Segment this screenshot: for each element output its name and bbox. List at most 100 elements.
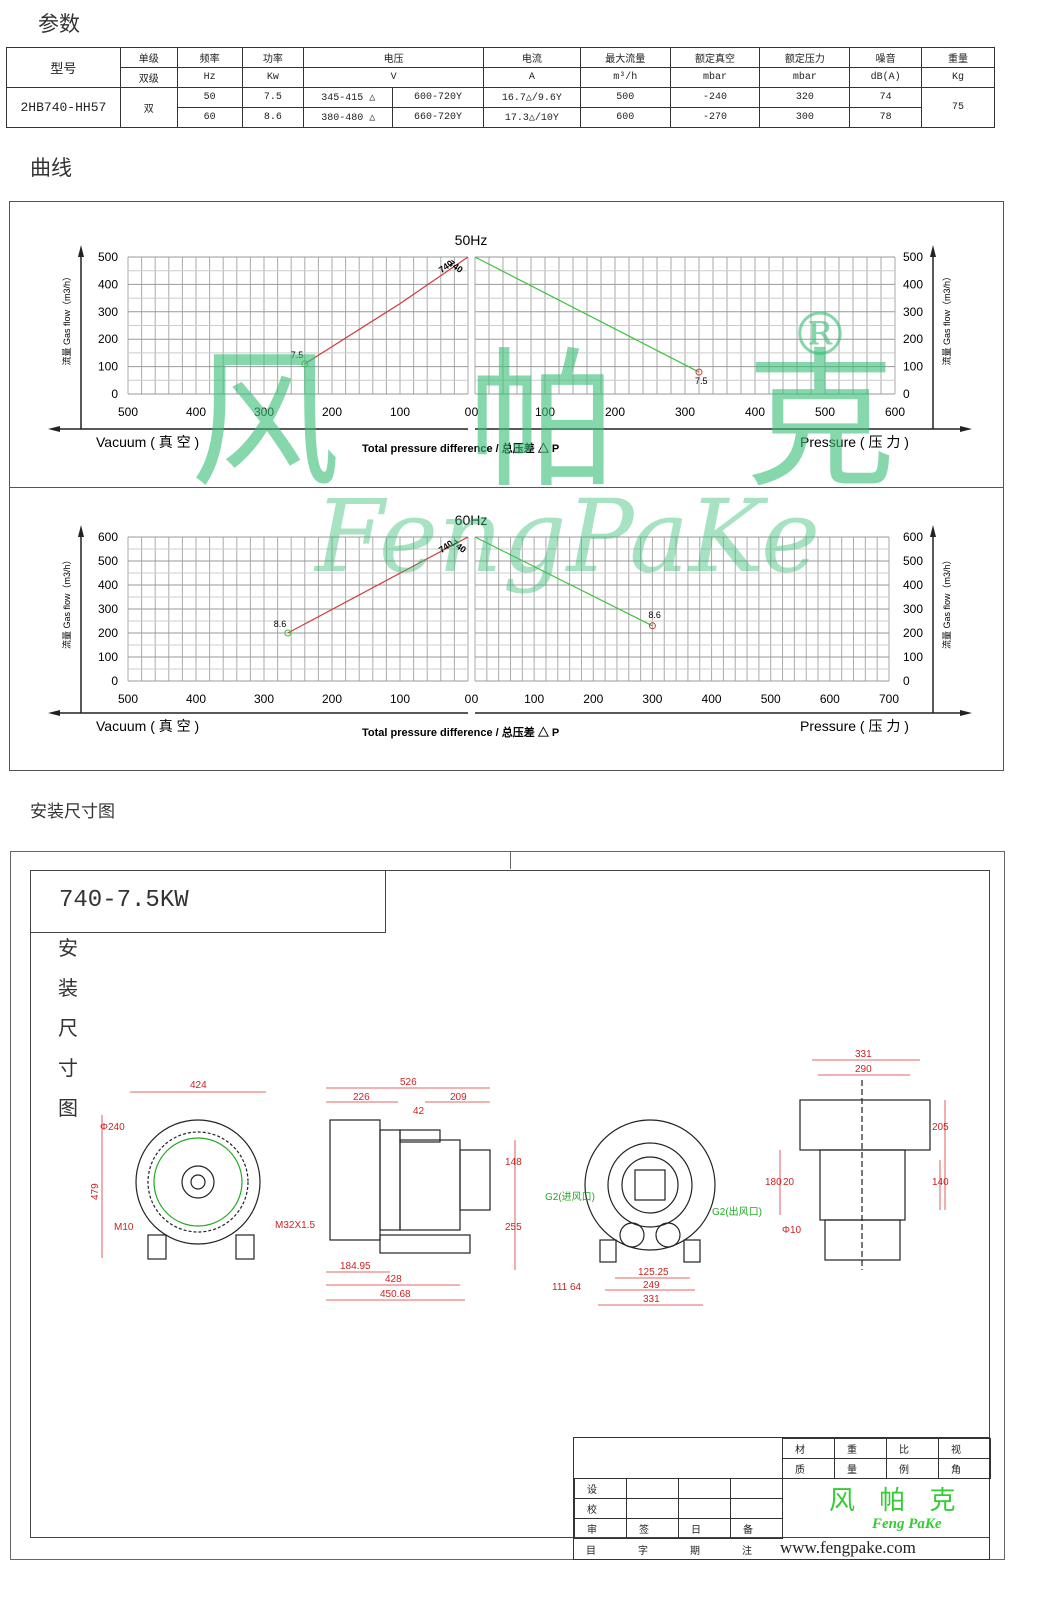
- endpoint-vacuum: [284, 629, 292, 637]
- dim: M32X1.5: [275, 1220, 315, 1231]
- x-tick-label: 500: [118, 405, 138, 419]
- cell: 380-480 △: [303, 107, 394, 128]
- x-tick-label: 500: [118, 692, 138, 706]
- tb-cell: [730, 1498, 783, 1519]
- dim: 209: [450, 1092, 467, 1103]
- tb-cell: 设: [574, 1478, 627, 1499]
- x-tick-label: 400: [745, 405, 765, 419]
- tb-cell: 审: [574, 1518, 627, 1539]
- tb-cell: 日: [678, 1518, 731, 1539]
- y-tick-label: 500: [903, 554, 923, 568]
- x-tick-label: 200: [322, 405, 342, 419]
- char: 寸: [58, 1056, 78, 1080]
- tb-cell: 角: [938, 1458, 991, 1479]
- y-tick-label: 300: [903, 305, 923, 319]
- section-title-curves: 曲线: [30, 156, 72, 180]
- tb-cell: 期: [690, 1546, 700, 1557]
- th-noise: 噪音: [849, 47, 923, 68]
- endpoint-pressure: [648, 622, 656, 630]
- endpoint-vacuum: [301, 360, 309, 368]
- pressure-label: Pressure ( 压 力 ): [800, 434, 909, 450]
- arrow-left-icon: [48, 710, 60, 716]
- x-tick-label: 100: [390, 692, 410, 706]
- endpoint-pressure: [695, 368, 703, 376]
- power-label: 7.5: [695, 376, 708, 386]
- unit-kg: Kg: [921, 67, 995, 88]
- unit-flow: m³/h: [579, 67, 671, 88]
- tb-cell: [678, 1498, 731, 1519]
- y-tick-label: 100: [98, 360, 118, 374]
- y-axis-label: 流量 Gas flow（m3/h）: [941, 555, 952, 649]
- y-tick-label: 0: [903, 387, 910, 401]
- unit-a: A: [482, 67, 581, 88]
- dim: G2(进风口): [545, 1191, 595, 1203]
- y-tick-label: 200: [98, 626, 118, 640]
- back-view: [584, 1119, 716, 1263]
- y-tick-label: 600: [903, 530, 923, 544]
- logo-cn: 风 帕 克: [829, 1486, 964, 1516]
- x-tick-label: 0: [465, 405, 472, 419]
- dim: 42: [413, 1106, 425, 1117]
- cell: -240: [669, 87, 761, 108]
- y-tick-label: 400: [98, 277, 118, 291]
- x-tick-label: 200: [322, 692, 342, 706]
- table-row: 60 8.6 380-480 △ 660-720Y 17.3△/10Y 600 …: [7, 107, 995, 128]
- th-freq: 频率: [176, 47, 243, 68]
- y-tick-label: 0: [111, 387, 118, 401]
- tb-cell: [626, 1498, 679, 1519]
- x-tick-label: 0: [472, 692, 479, 706]
- unit-hz: Hz: [176, 67, 243, 88]
- cell: 345-415 △: [303, 87, 394, 108]
- tb-cell: 字: [638, 1546, 648, 1557]
- x-tick-label: 100: [535, 405, 555, 419]
- y-tick-label: 0: [111, 674, 118, 688]
- dim: 428: [385, 1274, 402, 1285]
- model-cell: 2HB740-HH57: [6, 87, 121, 128]
- dim: 479: [90, 1183, 101, 1200]
- tb-cell: 材: [782, 1438, 835, 1459]
- x-tick-label: 300: [675, 405, 695, 419]
- dim: 249: [643, 1280, 660, 1291]
- section-title-params: 参数: [38, 12, 80, 36]
- dimension-labels: 424 Φ240 479 M10 526 226 209 42 148 255 …: [90, 1049, 949, 1305]
- curve-vacuum: [304, 256, 469, 365]
- th-weight: 重量: [921, 47, 995, 68]
- y-tick-label: 200: [98, 332, 118, 346]
- pressure-label: Pressure ( 压 力 ): [800, 718, 909, 734]
- vacuum-label: Vacuum ( 真 空 ): [96, 718, 199, 734]
- y-tick-label: 600: [98, 530, 118, 544]
- front-view: [135, 1119, 261, 1260]
- arrow-left-icon: [48, 426, 60, 432]
- tb-cell: 签: [626, 1518, 679, 1539]
- y-axis-label: 流量 Gas flow（m3/h）: [941, 272, 952, 366]
- tb-cell: 校: [574, 1498, 627, 1519]
- th-current: 电流: [482, 47, 581, 68]
- arrow-up-icon: [930, 525, 936, 537]
- frame-tick: [510, 851, 511, 869]
- dim: 20: [783, 1177, 795, 1188]
- x-tick-label: 400: [186, 405, 206, 419]
- y-axis-label: 流量 Gas flow（m3/h）: [61, 272, 72, 366]
- arrow-up-icon: [930, 245, 936, 257]
- cell: 16.7△/9.6Y: [482, 87, 581, 108]
- tb-cell: [678, 1478, 731, 1499]
- char: 图: [58, 1096, 78, 1120]
- cell: 300: [759, 107, 851, 128]
- website-link[interactable]: www.fengpake.com: [780, 1538, 916, 1557]
- vacuum-label: Vacuum ( 真 空 ): [96, 434, 199, 450]
- chart-title: 60Hz: [455, 512, 488, 528]
- cell: 78: [849, 107, 923, 128]
- unit-db: dB(A): [849, 67, 923, 88]
- x-tick-label: 200: [583, 692, 603, 706]
- y-tick-label: 500: [98, 554, 118, 568]
- tb-cell: [626, 1478, 679, 1499]
- y-tick-label: 100: [903, 650, 923, 664]
- cell: 500: [579, 87, 671, 108]
- cell: 660-720Y: [392, 107, 484, 128]
- dim: 226: [353, 1092, 370, 1103]
- y-tick-label: 100: [903, 360, 923, 374]
- char: 装: [58, 976, 78, 1000]
- dim: 125.25: [638, 1267, 669, 1278]
- tb-cell: 目: [586, 1546, 596, 1557]
